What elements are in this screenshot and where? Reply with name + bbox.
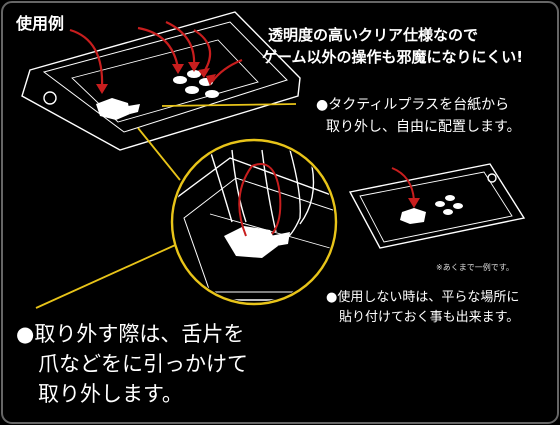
headline-line2: ゲーム以外の操作も邪魔になりにくい! (262, 48, 524, 66)
instruction-line1: ●取り外す際は、舌片を (16, 322, 245, 346)
red-arrowheads (96, 62, 216, 94)
headline-line1: 透明度の高いクリア仕様なので (268, 26, 479, 44)
note-remove-line2: 取り外し、自由に配置します。 (326, 119, 521, 135)
note-remove-line1: ●タクティルプラスを台紙から (316, 97, 510, 113)
small-phone-illustration (348, 163, 526, 249)
magnifier-circle (170, 138, 338, 306)
zoomed-red-arrow (238, 163, 282, 237)
instruction-line2: 爪などをに引っかけて (38, 352, 248, 376)
example-disclaimer: ※あくまで一例です。 (436, 263, 514, 272)
small-red-arrow (391, 167, 420, 208)
zoomed-sticker (224, 226, 278, 258)
note-store-line1: ●使用しない時は、平らな場所に (326, 290, 520, 305)
title-label: 使用例 (16, 14, 65, 33)
leader-lines (35, 103, 297, 309)
zoomed-tab (270, 232, 290, 246)
note-store-line2: 貼り付けておく事も出来ます。 (339, 310, 520, 325)
small-sticker-pad (400, 195, 463, 224)
hand-illustration (209, 149, 315, 241)
red-arrow-icon (69, 21, 243, 89)
sticker-pad-illustration (96, 70, 219, 120)
instruction-line3: 取り外します。 (38, 382, 183, 406)
